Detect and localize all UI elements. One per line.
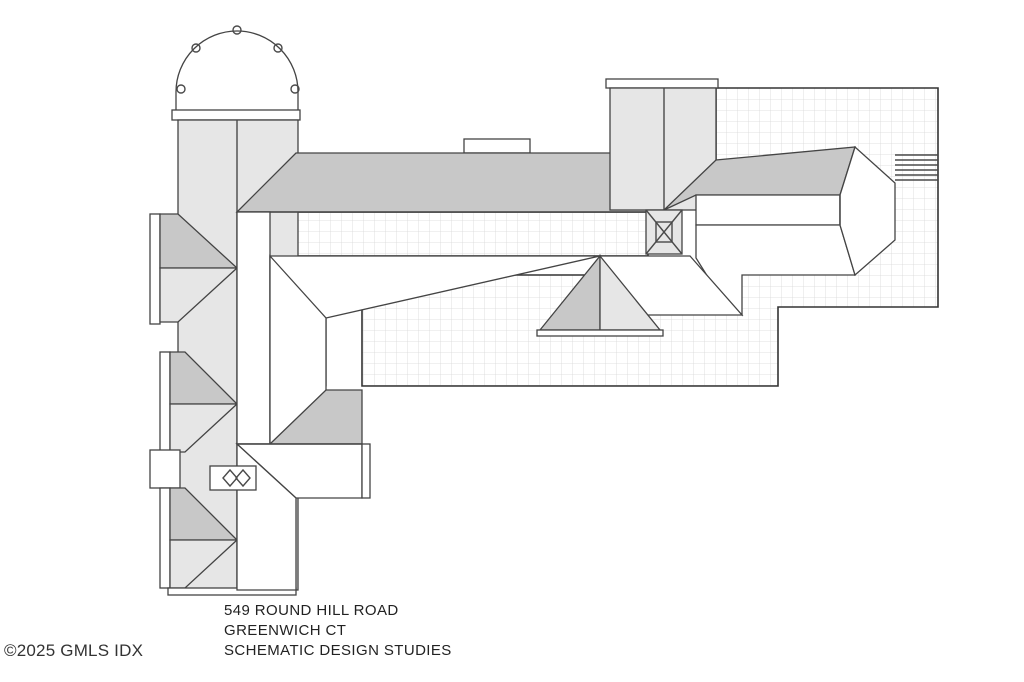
caption-title: SCHEMATIC DESIGN STUDIES — [224, 642, 452, 659]
skylight-hip — [645, 209, 683, 255]
east-wing-roof — [663, 145, 896, 317]
central-tower-roof — [605, 78, 719, 211]
round-tower — [171, 25, 301, 121]
deck-steps — [895, 154, 938, 181]
main-north-roof — [235, 138, 666, 213]
vent-marker-west — [209, 465, 257, 491]
caption-city: GREENWICH CT — [224, 622, 347, 639]
terrace-deck-band — [269, 211, 649, 257]
caption-address: 549 ROUND HILL ROAD — [224, 602, 399, 619]
copyright-watermark: ©2025 GMLS IDX — [4, 641, 144, 660]
south-wing-roof — [235, 442, 371, 591]
drawing-caption: 549 ROUND HILL ROAD GREENWICH CT SCHEMAT… — [224, 601, 452, 661]
